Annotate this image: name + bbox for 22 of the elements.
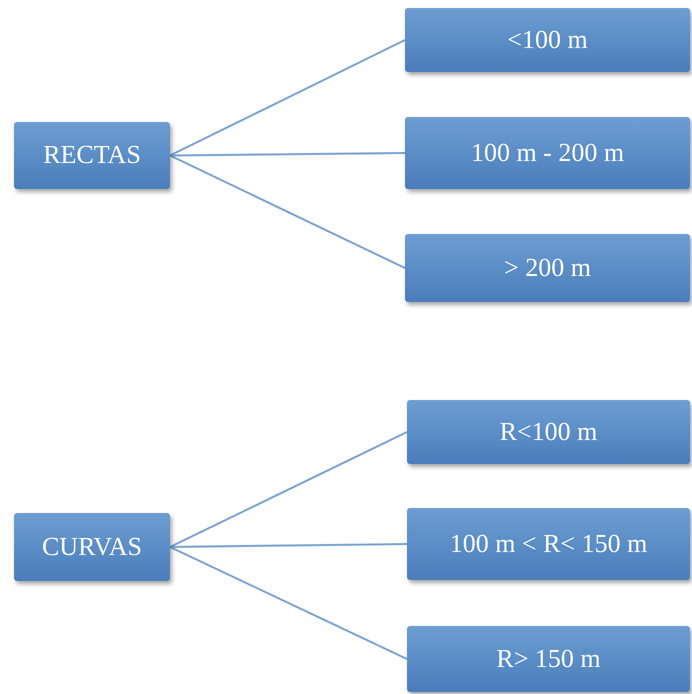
- box-label: R<100 m: [500, 416, 598, 448]
- connector-line: [170, 431, 408, 548]
- box-label: > 200 m: [504, 252, 591, 284]
- connector-line: [170, 39, 406, 156]
- connector-line: [170, 546, 408, 660]
- process-box: [405, 8, 690, 72]
- process-box: [407, 626, 690, 692]
- connector-line: [170, 152, 406, 156]
- box-label: R> 150 m: [496, 642, 601, 675]
- connector-line: [170, 154, 406, 269]
- process-box: [407, 508, 690, 580]
- process-box: [14, 122, 170, 189]
- process-box: [14, 513, 170, 581]
- box-label: 100 m - 200 m: [470, 136, 624, 169]
- box-label: CURVAS: [42, 530, 142, 563]
- box-label: 100 m < R< 150 m: [450, 528, 648, 560]
- connector-line: [170, 543, 408, 548]
- process-box: [405, 234, 690, 302]
- process-box: [405, 117, 690, 189]
- box-label: <100 m: [507, 24, 588, 56]
- process-box: [407, 400, 690, 464]
- box-label: RECTAS: [43, 139, 141, 172]
